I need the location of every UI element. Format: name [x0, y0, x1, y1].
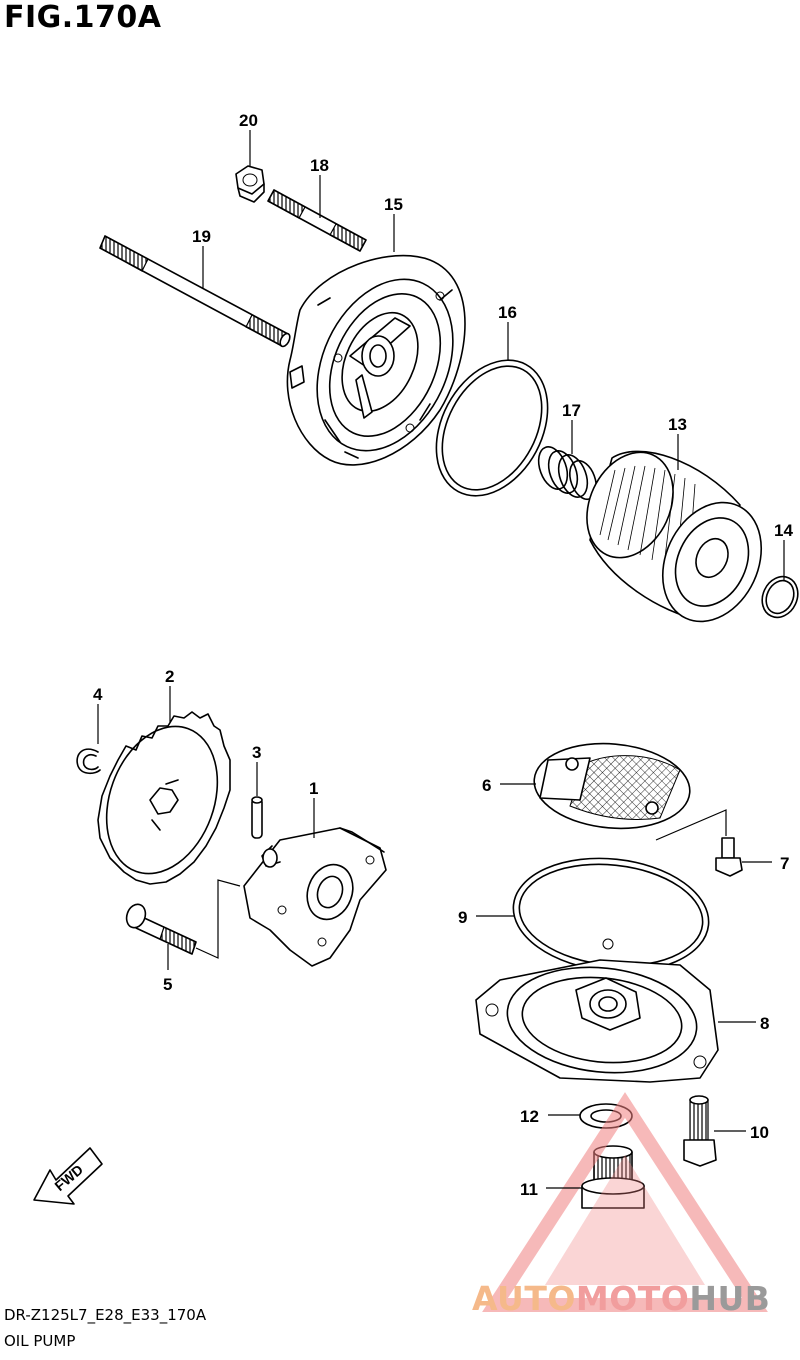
watermark-logo-triangle	[482, 1092, 768, 1312]
strainer-bolt	[715, 837, 743, 877]
watermark-part-auto: AUTO	[472, 1279, 576, 1318]
part-label-11: 11	[520, 1180, 538, 1199]
part-label-18: 18	[310, 156, 329, 175]
part-label-7: 7	[780, 854, 789, 873]
watermark-wordmark: AUTOMOTOHUB	[472, 1279, 770, 1318]
part-label-5: 5	[163, 975, 172, 994]
oil-filter-cap	[286, 254, 466, 466]
part-label-15: 15	[384, 195, 403, 214]
part-label-6: 6	[482, 776, 491, 795]
part-label-19: 19	[192, 227, 211, 246]
part-label-3: 3	[252, 743, 261, 762]
part-label-12: 12	[520, 1107, 539, 1126]
part-label-16: 16	[498, 303, 517, 322]
part-label-2: 2	[165, 667, 174, 686]
o-ring-large	[435, 359, 549, 497]
part-label-4: 4	[93, 685, 103, 704]
pump-mounting-bolt	[125, 903, 197, 955]
part-label-1: 1	[309, 779, 318, 798]
oil-pump-body	[243, 827, 387, 967]
watermark-part-moto: MOTO	[575, 1279, 690, 1318]
stud-bolt-long	[99, 235, 291, 348]
part-label-8: 8	[760, 1014, 769, 1033]
dowel-pin	[251, 796, 263, 839]
model-code: DR-Z125L7_E28_E33_170A	[4, 1306, 207, 1324]
part-label-17: 17	[562, 401, 581, 420]
fwd-direction-arrow: FWD	[33, 1147, 103, 1205]
figure-title: FIG.170A	[4, 0, 162, 35]
oil-filter-cartridge	[586, 450, 763, 623]
strainer-cover	[475, 938, 719, 1083]
cover-bolt	[683, 1095, 717, 1167]
part-label-13: 13	[668, 415, 687, 434]
part-label-10: 10	[750, 1123, 769, 1142]
stud-bolt-short	[267, 189, 367, 252]
o-ring-small	[761, 575, 799, 619]
group-name: OIL PUMP	[4, 1332, 76, 1350]
oil-pump-gear	[97, 711, 231, 885]
watermark-part-hub: HUB	[689, 1279, 771, 1318]
leader-lines	[97, 130, 785, 1189]
circlip	[76, 748, 101, 775]
part-label-14: 14	[774, 521, 793, 540]
part-labels: 20 18 15 19 16 17 13 14 4 2 3 1 5 6 7 9 …	[93, 111, 793, 1199]
oil-strainer	[533, 742, 691, 830]
part-label-20: 20	[239, 111, 258, 130]
part-label-9: 9	[458, 908, 467, 927]
hex-nut	[235, 165, 265, 203]
